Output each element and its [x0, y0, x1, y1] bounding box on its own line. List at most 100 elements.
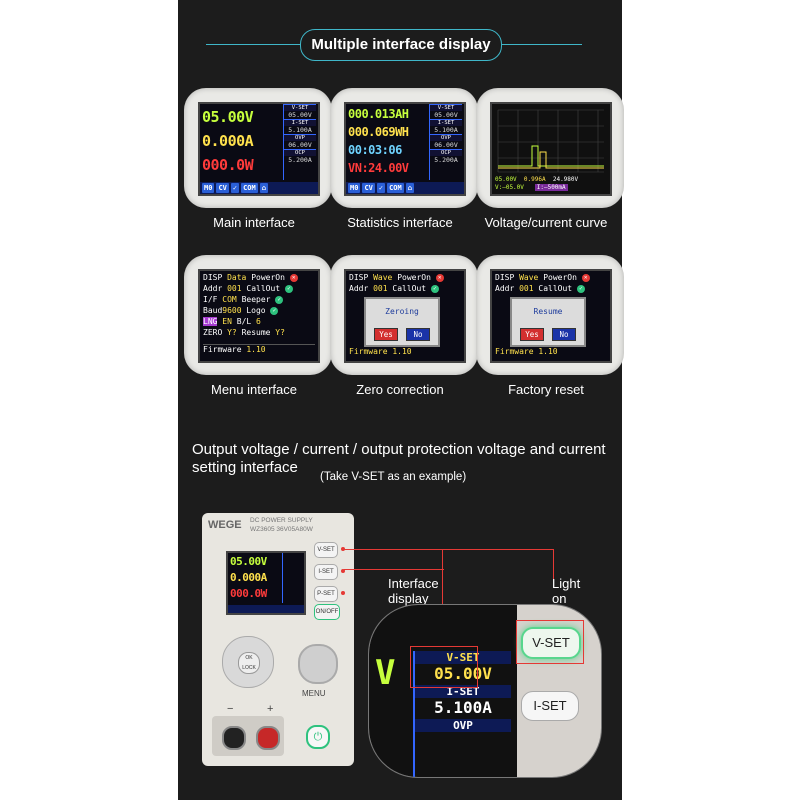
stats-lcd: 000.013AH 000.069WH 00:03:06 VN:24.00V V… [344, 102, 466, 196]
status-item: M0 [348, 183, 361, 193]
side-label: I-SET [284, 119, 316, 126]
menu-val: COM [222, 295, 237, 304]
side-label: OVP [430, 134, 462, 141]
menu-key: B/L [236, 317, 252, 326]
zero-lcd: DISP Wave PowerOn ✕ Addr 001 CallOut ✓ Z… [344, 269, 466, 363]
yes-button[interactable]: Yes [374, 328, 398, 341]
side-value: 5.100A [288, 126, 312, 134]
header-title: Multiple interface display [300, 29, 502, 61]
zoom-inset: V V-SET 05.00V I-SET 5.100A OVP V-SET I-… [368, 604, 602, 778]
no-button[interactable]: No [552, 328, 576, 341]
navigation-pad[interactable]: OK LOCK [222, 636, 274, 688]
menu-lcd: DISP Data PowerOn ✕ Addr 001 CallOut ✓ I… [198, 269, 320, 363]
menu-key: I/F [203, 295, 218, 304]
curve-voltage: 05.00V [495, 176, 517, 183]
factory-tile: DISP Wave PowerOn ✕ Addr 001 CallOut ✓ R… [476, 255, 624, 375]
side-value: 5.200A [288, 156, 312, 164]
curve-lcd: 05.00V 0.996A 24.980V V:—05.0V I:—500mA [490, 102, 612, 196]
section-title-line2: setting interface [192, 459, 298, 476]
status-item: CV [216, 183, 229, 193]
yes-button[interactable]: Yes [520, 328, 544, 341]
factory-lcd: DISP Wave PowerOn ✕ Addr 001 CallOut ✓ R… [490, 269, 612, 363]
section-title-line1: Output voltage / current / output protec… [192, 441, 606, 458]
brand-logo: WEGE [208, 519, 242, 531]
stats-time: 00:03:06 [348, 143, 402, 157]
menu-key: CallOut [392, 284, 427, 293]
zero-caption: Zero correction [356, 382, 444, 397]
power-icon[interactable]: ⏻ [306, 725, 330, 749]
ok-lock-button[interactable]: OK LOCK [238, 652, 260, 674]
bl-value: 6 [256, 317, 261, 326]
menu-key: Beeper [241, 295, 271, 304]
menu-key: PowerOn [543, 273, 577, 282]
side-label: I-SET [430, 119, 462, 126]
zoom-vset-label: V-SET [415, 651, 511, 664]
main-caption: Main interface [213, 215, 295, 230]
light-on-callout: Light on [552, 576, 581, 606]
plus-label: + [267, 703, 274, 715]
device-current: 0.000A [230, 571, 267, 584]
factory-caption: Factory reset [508, 382, 584, 397]
statistics-tile: 000.013AH 000.069WH 00:03:06 VN:24.00V V… [330, 88, 478, 208]
menu-val: Y? [227, 328, 237, 337]
zoom-i-set-button[interactable]: I-SET [521, 691, 579, 721]
status-item: ✓ [376, 183, 386, 193]
menu-key: Addr [203, 284, 223, 293]
device-status-bar [228, 605, 304, 613]
stats-status-bar: M0 CV ✓ COM ⌂ [346, 182, 464, 194]
check-icon: ✓ [270, 306, 279, 315]
menu-val: 001 [373, 284, 388, 293]
menu-caption: Menu interface [211, 382, 297, 397]
check-icon: ✓ [576, 284, 585, 293]
side-label: V-SET [430, 104, 462, 111]
on-off-button[interactable]: ON/OFF [314, 604, 340, 620]
side-value: 06.00V [434, 141, 458, 149]
p-set-button[interactable]: P-SET [314, 586, 338, 602]
menu-key: PowerOn [397, 273, 431, 282]
device-power: 000.0W [230, 587, 267, 600]
menu-key: Resume [241, 328, 271, 337]
callout-line [344, 549, 554, 550]
check-icon: ✓ [430, 284, 439, 293]
i-set-button[interactable]: I-SET [314, 564, 338, 580]
close-icon: ✕ [581, 273, 590, 282]
zero-tile: DISP Wave PowerOn ✕ Addr 001 CallOut ✓ Z… [330, 255, 478, 375]
zoom-big-v: V [375, 653, 396, 693]
side-label: OCP [430, 149, 462, 156]
callout-line [442, 549, 443, 605]
menu-val: Data [227, 273, 247, 282]
check-icon: ✓ [284, 284, 293, 293]
menu-val: 001 [227, 284, 242, 293]
zoom-v-set-button[interactable]: V-SET [521, 627, 581, 659]
menu-key: CallOut [246, 284, 281, 293]
negative-terminal[interactable] [222, 726, 246, 750]
zeroing-dialog: Zeroing Yes No [364, 297, 440, 347]
menu-key-selected: LNG [203, 317, 218, 326]
menu-val: Wave [519, 273, 539, 282]
menu-knob[interactable] [298, 644, 338, 684]
menu-val: 9600 [222, 306, 242, 315]
menu-val: Wave [373, 273, 393, 282]
menu-key: CallOut [538, 284, 573, 293]
power-supply-device: WEGE DC POWER SUPPLY WZ3605 36V05A80W 05… [202, 513, 354, 766]
check-icon: ✓ [275, 295, 284, 304]
main-voltage: 05.00V [202, 108, 254, 126]
menu-val: 001 [519, 284, 534, 293]
no-button[interactable]: No [406, 328, 430, 341]
firmware-label: Firmware [203, 345, 242, 354]
resume-dialog: Resume Yes No [510, 297, 586, 347]
curve-grid [497, 109, 604, 173]
main-status-bar: M0 CV ✓ COM ⌂ [200, 182, 318, 194]
curve-v-scale: V:—05.0V [495, 184, 524, 191]
v-set-button[interactable]: V-SET [314, 542, 338, 558]
menu-key: DISP [203, 273, 223, 282]
menu-key: PowerOn [251, 273, 285, 282]
header-rule-right [500, 44, 582, 45]
side-value: 05.00V [288, 111, 312, 119]
curve-current: 0.996A [523, 176, 546, 183]
positive-terminal[interactable] [256, 726, 280, 750]
menu-key: DISP [495, 273, 515, 282]
side-label: OCP [284, 149, 316, 156]
